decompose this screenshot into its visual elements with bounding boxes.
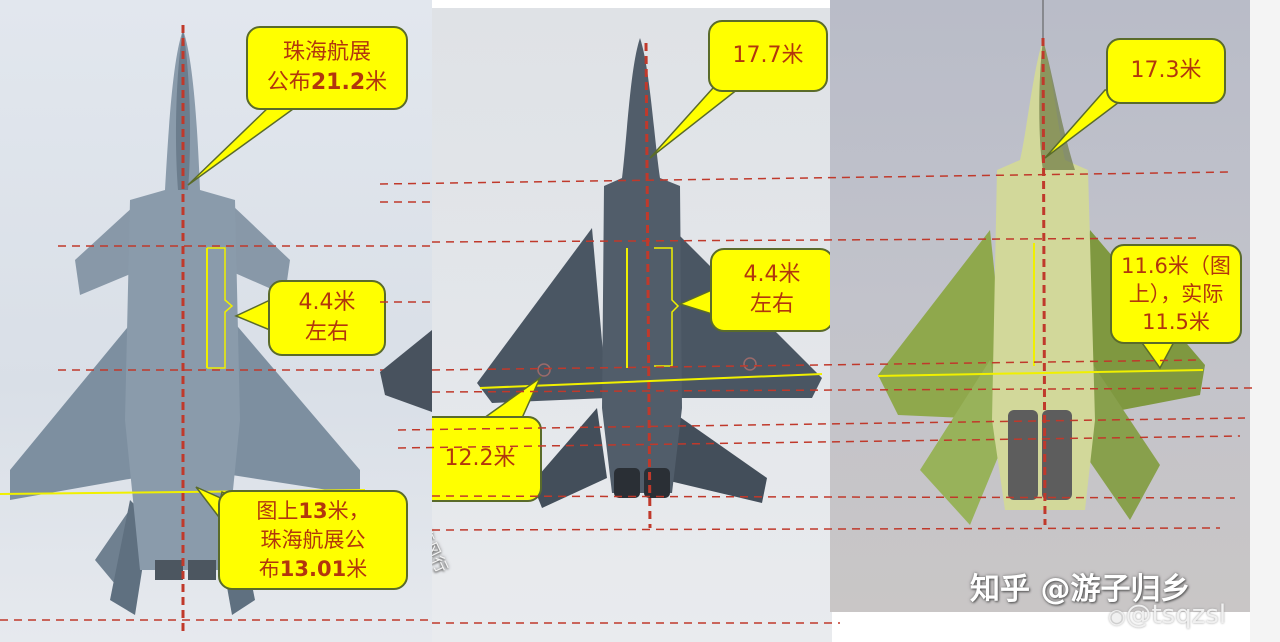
watermark-weibo: ◉@tsqzsl	[1108, 600, 1226, 630]
callout-text: 珠海航展	[282, 40, 371, 65]
right-margin	[1250, 0, 1280, 642]
callout-middle-mid-section: 4.4米 左右	[710, 248, 832, 332]
callout-middle-wingspan: 12.2米	[432, 416, 542, 502]
callout-text: 17.7米	[732, 43, 804, 68]
mid-section-bracket	[207, 247, 234, 369]
weibo-icon: ◉	[1108, 604, 1126, 628]
callout-right-length: 17.3米	[1106, 38, 1226, 104]
callout-right-wingspan: 11.6米（图 上），实际 11.5米	[1110, 244, 1242, 344]
callout-text: 珠海航展公	[260, 527, 366, 552]
callout-text: 布13.01米	[258, 556, 368, 581]
wingspan-measure-line	[877, 369, 1204, 377]
callout-text: 4.4米	[743, 262, 801, 287]
callout-left-length: 珠海航展 公布21.2米	[246, 26, 408, 110]
callout-text: 上），实际	[1128, 282, 1224, 306]
left-wing-shape	[10, 300, 180, 500]
panel-middle-jet: 17.7米 4.4米 左右 12.2米 垂直风行	[432, 8, 832, 642]
callout-text: 图上13米，	[256, 498, 370, 523]
wingspan-measure-line	[479, 373, 823, 389]
callout-text: 公布21.2米	[266, 70, 388, 95]
callout-text: 11.6米（图	[1121, 254, 1231, 278]
watermark-vertical: 垂直风行	[432, 509, 452, 576]
callout-text: 左右	[749, 292, 794, 317]
callout-text: 17.3米	[1130, 58, 1202, 83]
weibo-handle: @tsqzsl	[1125, 600, 1227, 630]
callout-text: 12.2米	[444, 446, 516, 471]
callout-text: 4.4米	[298, 290, 356, 315]
callout-middle-length: 17.7米	[708, 20, 828, 92]
callout-text: 左右	[304, 320, 349, 345]
panel-left-jet: 珠海航展 公布21.2米 4.4米 左右 图上13米， 珠海航展公 布13.01…	[0, 0, 432, 642]
mid-section-bracket	[654, 247, 680, 367]
centerline-dashed	[644, 42, 652, 529]
watermark-zhihu: 知乎 @游子归乡	[970, 572, 1191, 607]
callout-left-wingspan: 图上13米， 珠海航展公 布13.01米	[218, 490, 408, 590]
centerline-dashed	[1041, 37, 1047, 526]
callout-left-mid-section: 4.4米 左右	[268, 280, 386, 356]
panel-right-jet: 17.3米 11.6米（图 上），实际 11.5米	[830, 0, 1250, 612]
callout-text: 11.5米	[1142, 310, 1210, 334]
